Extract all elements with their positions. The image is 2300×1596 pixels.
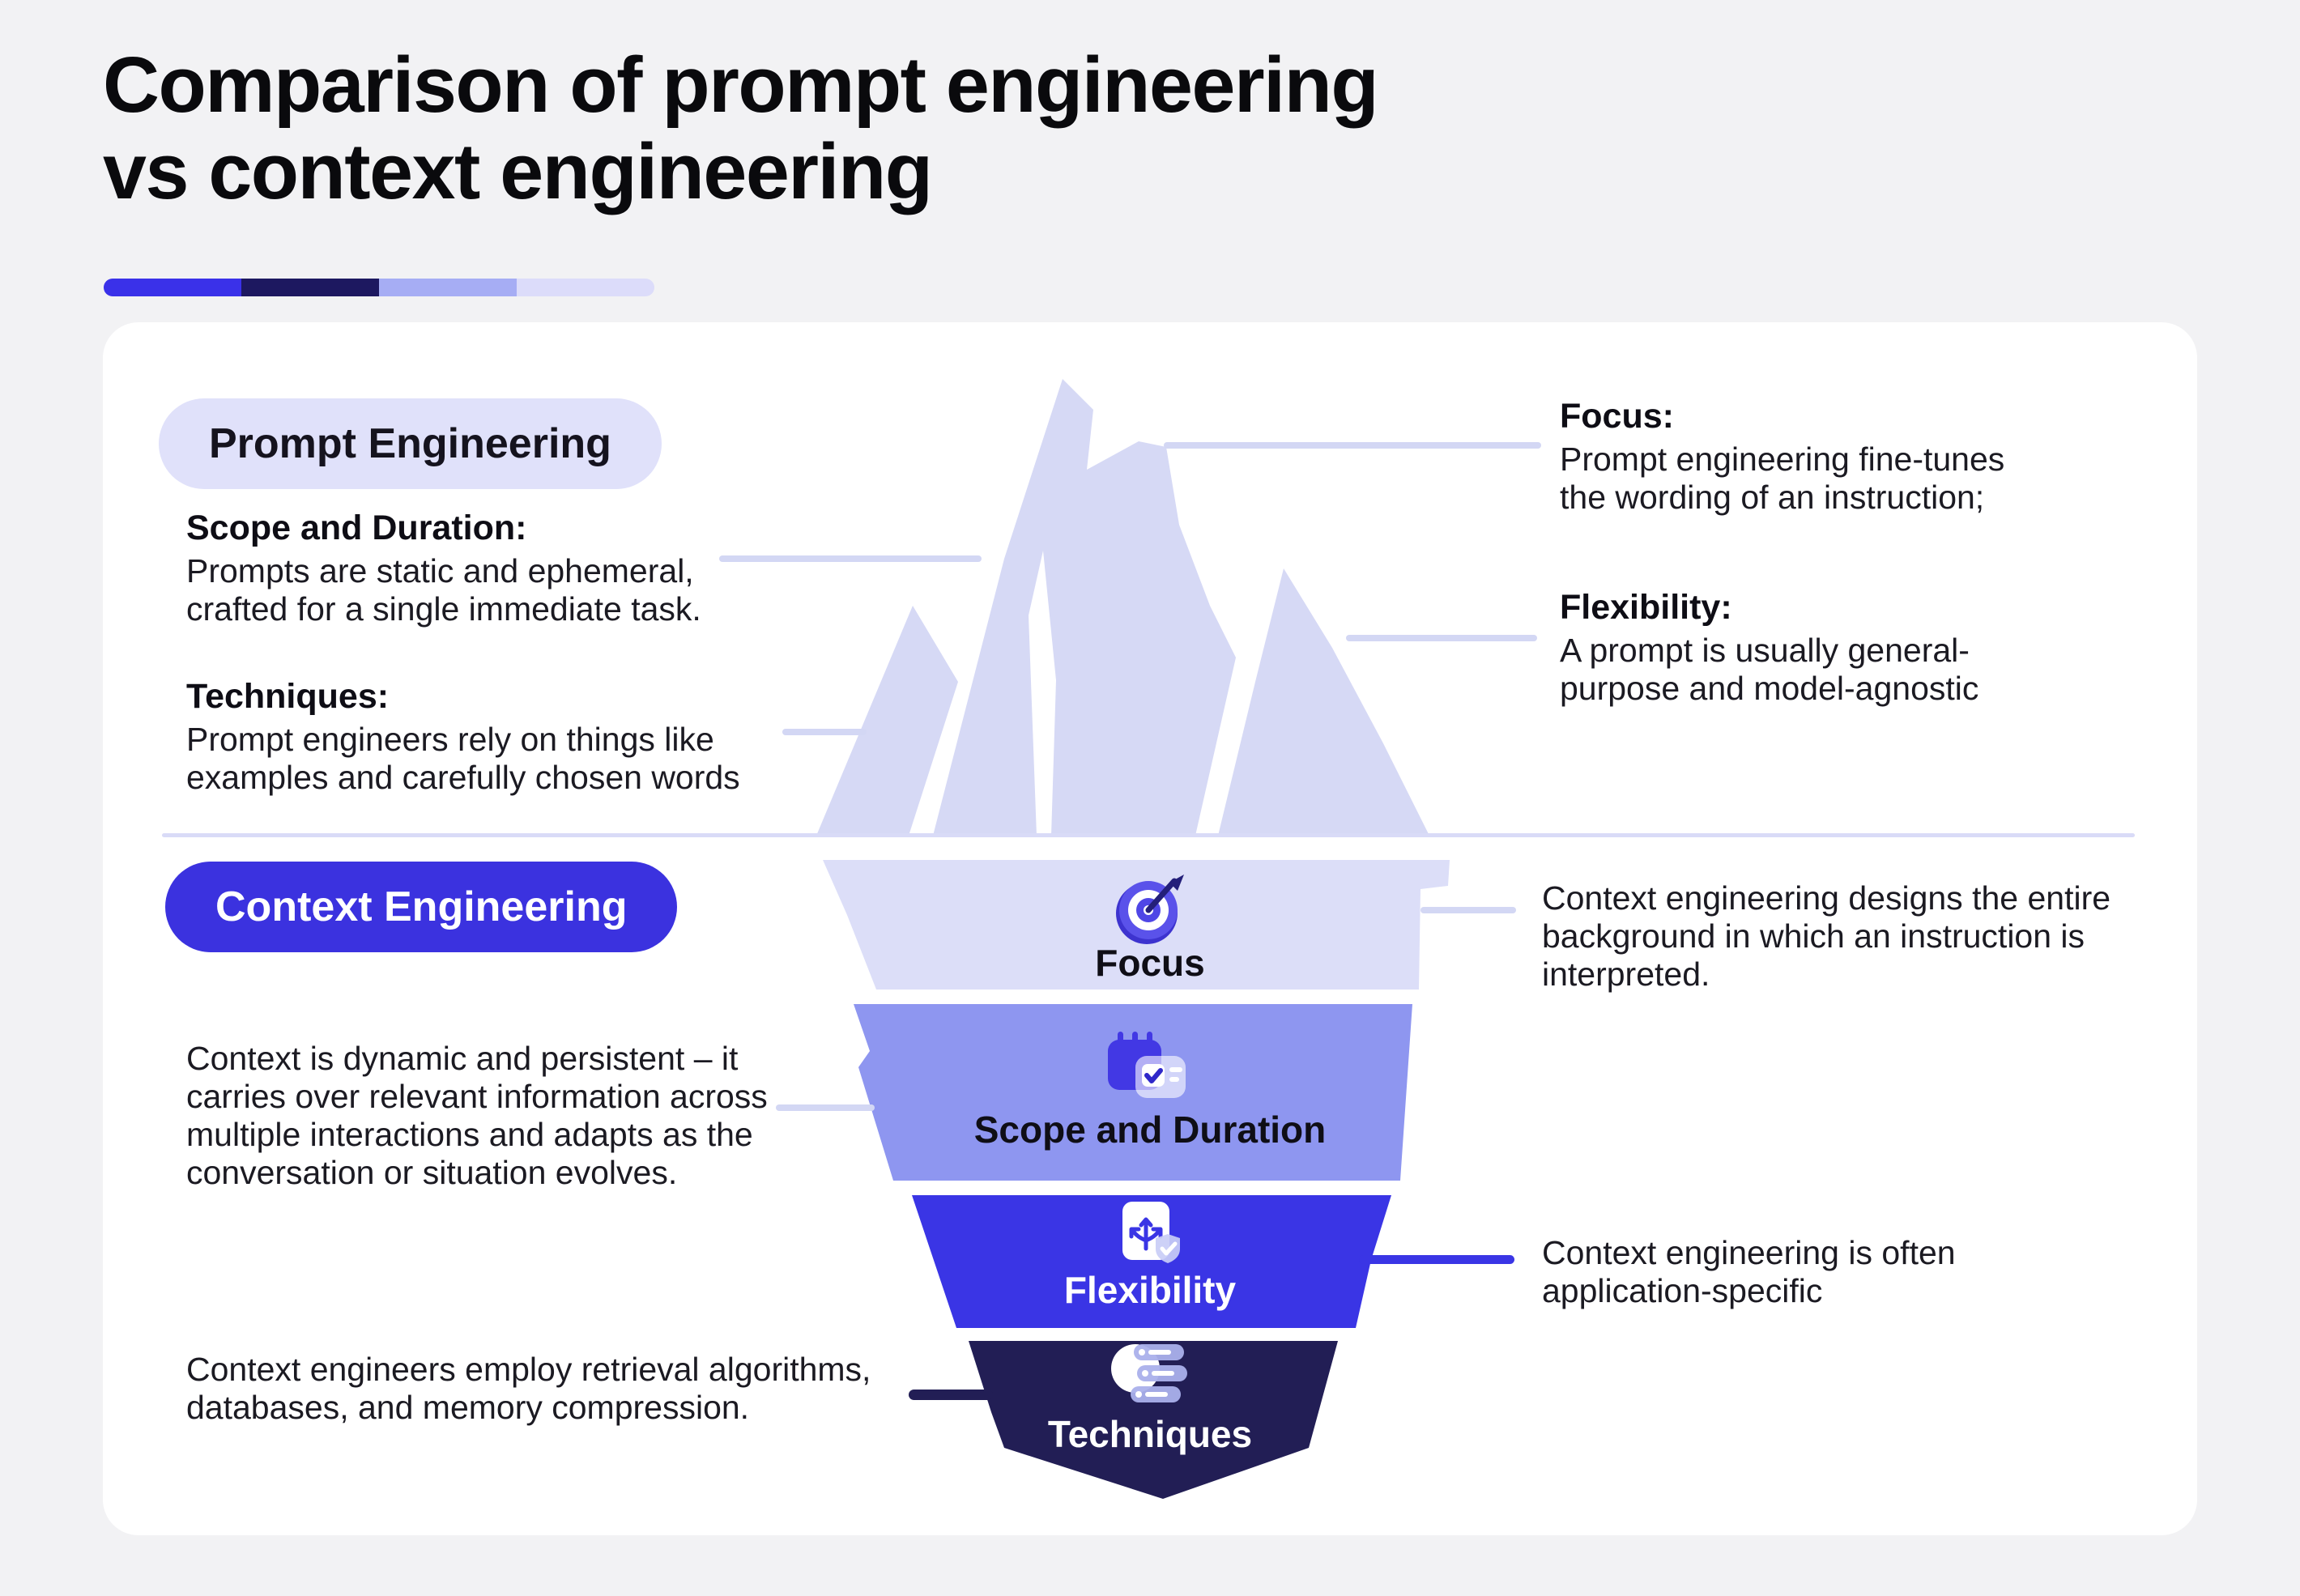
- funnel-label-focus: Focus: [1095, 942, 1205, 984]
- funnel-label-flexibility: Flexibility: [1063, 1269, 1237, 1311]
- context-dynamic-note: Context is dynamic and persistent – it c…: [186, 1040, 768, 1192]
- prompt-flexibility-block: Flexibility: A prompt is usually general…: [1560, 588, 2256, 708]
- context-flexibility-connector-line: [1359, 1255, 1514, 1264]
- context-scope-connector-line: [776, 1104, 875, 1111]
- context-flexibility-note: Context engineering is often application…: [1542, 1234, 1956, 1310]
- funnel-label-scope: Scope and Duration: [973, 1109, 1327, 1151]
- context-engineering-badge: Context Engineering: [165, 862, 678, 952]
- prompt-scope-body: Prompts are static and ephemeral, crafte…: [186, 551, 701, 628]
- page-title: Comparison of prompt engineering vs cont…: [103, 40, 1379, 215]
- accent-bar-segment-1: [104, 279, 241, 296]
- prompt-flexibility-heading: Flexibility:: [1560, 588, 1732, 627]
- prompt-focus-block: Focus: Prompt engineering fine-tunes the…: [1560, 397, 2256, 517]
- prompt-techniques-heading: Techniques:: [186, 677, 390, 716]
- context-techniques-connector-line: [909, 1390, 993, 1400]
- accent-bar-segment-3: [379, 279, 517, 296]
- context-techniques-note: Context engineers employ retrieval algor…: [186, 1351, 871, 1427]
- context-focus-note: Context engineering designs the entire b…: [1542, 879, 2111, 994]
- focus-connector-line: [1164, 442, 1541, 449]
- prompt-scope-heading: Scope and Duration:: [186, 509, 527, 547]
- funnel-label-techniques: Techniques: [1047, 1413, 1253, 1455]
- waterline-divider: [162, 833, 2135, 837]
- prompt-engineering-badge: Prompt Engineering: [159, 398, 662, 489]
- prompt-flexibility-body: A prompt is usually general- purpose and…: [1560, 631, 1979, 708]
- prompt-techniques-body: Prompt engineers rely on things like exa…: [186, 720, 740, 797]
- title-accent-bar: [104, 279, 654, 296]
- context-focus-connector-line: [1420, 907, 1516, 913]
- database-stack-icon: [1108, 1339, 1192, 1415]
- prompt-focus-heading: Focus:: [1560, 397, 1674, 436]
- target-icon: [1111, 871, 1189, 953]
- accent-bar-segment-4: [517, 279, 654, 296]
- prompt-focus-body: Prompt engineering fine-tunes the wordin…: [1560, 440, 2005, 517]
- scope-connector-line: [719, 555, 982, 562]
- flexibility-connector-line: [1346, 635, 1537, 641]
- prompt-scope-block: Scope and Duration: Prompts are static a…: [186, 509, 883, 628]
- prompt-techniques-block: Techniques: Prompt engineers rely on thi…: [186, 677, 883, 797]
- accent-bar-segment-2: [241, 279, 379, 296]
- techniques-connector-line: [782, 729, 867, 735]
- branch-arrows-icon: [1116, 1200, 1187, 1272]
- calendar-check-icon: [1106, 1030, 1194, 1109]
